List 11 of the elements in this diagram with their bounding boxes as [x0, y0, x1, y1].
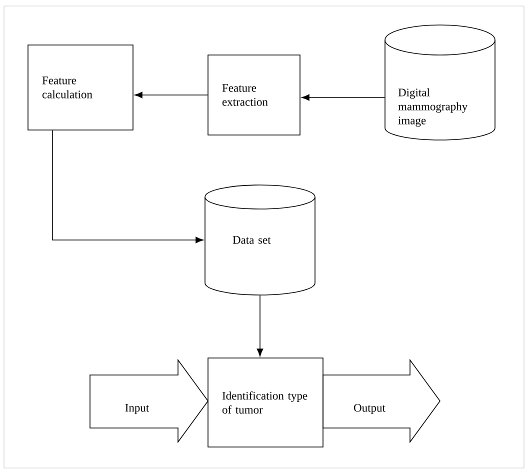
arrow: [302, 94, 385, 101]
node-label: Data set: [232, 236, 271, 244]
database-cylinder: Digital mammography image: [384, 24, 496, 140]
process-box: Feature calculation: [28, 44, 134, 130]
process-box: Identification type of tumor: [208, 358, 324, 448]
node-label: Digital mammography image: [398, 88, 468, 127]
arrow: [134, 92, 208, 98]
arrow: [52, 130, 204, 244]
process-box: Feature extraction: [208, 54, 300, 136]
arrow: [256, 295, 264, 356]
database-cylinder: Data set: [204, 184, 316, 296]
